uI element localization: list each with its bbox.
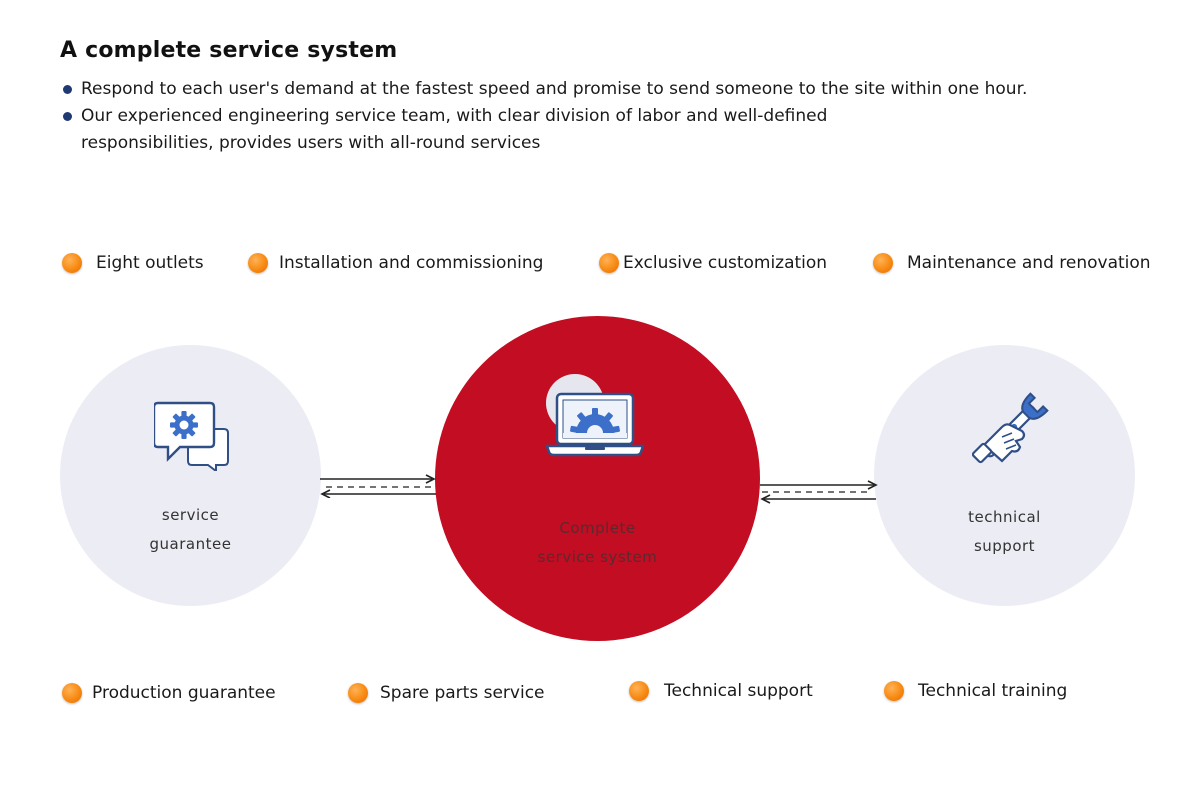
orange-dot-icon [873, 253, 893, 273]
orange-dot-icon [62, 683, 82, 703]
service-guarantee-circle: service guarantee [60, 345, 321, 606]
orange-dot-icon [248, 253, 268, 273]
orange-dot-icon [348, 683, 368, 703]
orange-dot-icon [629, 681, 649, 701]
intro-bullets: Respond to each user's demand at the fas… [62, 76, 1027, 157]
technical-support-circle: technical support [874, 345, 1135, 606]
tag-label: Production guarantee [92, 683, 276, 703]
bullet-response-time: Respond to each user's demand at the fas… [62, 76, 1027, 103]
tag-label: Maintenance and renovation [907, 253, 1151, 273]
tag-installation: Installation and commissioning [248, 253, 543, 273]
tag-maintenance: Maintenance and renovation [873, 253, 1151, 273]
right-connector-arrows [760, 480, 878, 504]
gear-chat-icon [154, 401, 229, 471]
tag-technical-training: Technical training [884, 681, 1067, 701]
tag-label: Spare parts service [380, 683, 545, 703]
tag-label: Installation and commissioning [279, 253, 544, 273]
tag-label: Exclusive customization [623, 253, 828, 273]
tag-spare-parts: Spare parts service [348, 683, 545, 703]
tag-technical-support: Technical support [629, 681, 813, 701]
technical-support-label: technical support [968, 508, 1041, 555]
complete-service-system-label: Complete service system [537, 519, 658, 566]
orange-dot-icon [62, 253, 82, 273]
wrench-hand-icon [972, 392, 1049, 464]
tag-production-guarantee: Production guarantee [62, 683, 276, 703]
orange-dot-icon [599, 253, 619, 273]
orange-dot-icon [884, 681, 904, 701]
complete-service-system-circle: Complete service system [435, 316, 760, 641]
tag-label: Technical support [664, 681, 813, 701]
tag-label: Technical training [918, 681, 1068, 701]
tag-eight-outlets: Eight outlets [62, 253, 204, 273]
tag-customization: Exclusive customization [599, 253, 827, 273]
laptop-gear-icon [545, 374, 645, 457]
service-guarantee-label: service guarantee [149, 506, 232, 553]
bullet-service-team: Our experienced engineering service team… [62, 103, 881, 157]
tag-label: Eight outlets [96, 253, 204, 273]
page-title: A complete service system [60, 38, 398, 63]
left-connector-arrows [320, 474, 436, 498]
